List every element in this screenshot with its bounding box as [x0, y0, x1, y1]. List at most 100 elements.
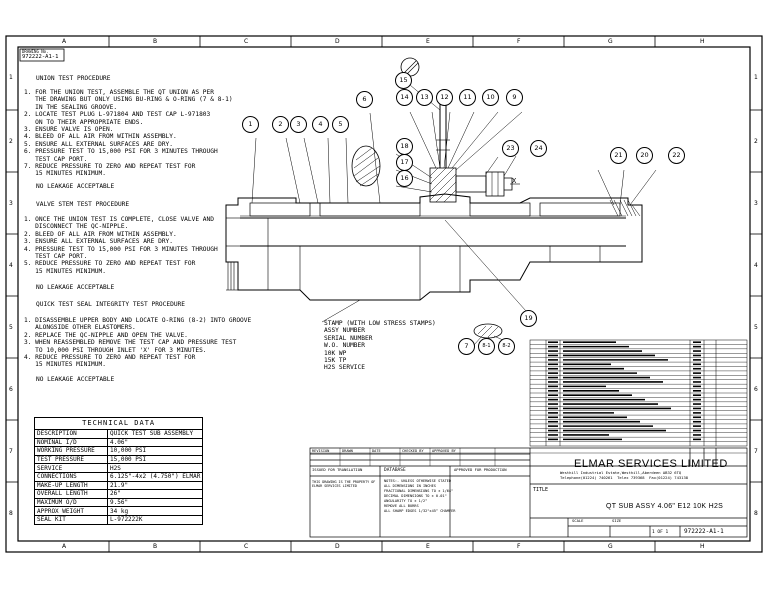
item-balloon-18: 18 — [396, 138, 413, 155]
technical-data-key: APPROX WEIGHT — [34, 506, 108, 516]
stamp-note-line-1: STAMP (WITH LOW STRESS STAMPS) — [324, 320, 436, 327]
general-note-line-7: ALL SHARP EDGES 1/32"x45° CHAMFER — [384, 509, 456, 513]
seal-integrity-test-note: NO LEAKAGE ACCEPTABLE — [36, 376, 115, 383]
union-test-steps: 1. FOR THE UNION TEST, ASSEMBLE THE QT U… — [24, 89, 233, 178]
item-balloon-9: 9 — [506, 89, 523, 106]
item-balloon-5: 5 — [332, 116, 349, 133]
issued-for-label: ISSUED FOR TRANSLATION — [312, 467, 363, 472]
drawing-number-value: 972222-A1-1 — [22, 54, 59, 60]
company-name: ELMAR SERVICES LIMITED — [574, 458, 728, 470]
seal-step-line-4: 3. WHEN REASSEMBLED REMOVE THE TEST CAP … — [24, 339, 237, 347]
row-number-6: 6 — [9, 386, 13, 393]
union-step-line-9: 6. PRESSURE TEST TO 15,000 PSI FOR 3 MIN… — [24, 148, 218, 156]
drawing-title: QT SUB ASSY 4.06" E12 10K H2S — [606, 503, 724, 510]
column-letter-e-bottom: E — [426, 543, 430, 550]
technical-data-value: L-972222K — [106, 514, 204, 525]
drawn-header: DRAWN — [342, 449, 353, 453]
column-letter-h-bottom: H — [700, 543, 705, 550]
seal-step-line-2: ALONGSIDE OTHER ELASTOMERS. — [24, 324, 136, 332]
general-note-line-1: NOTES:- UNLESS OTHERWISE STATED — [384, 479, 452, 483]
stamp-note-line-4: W.O. NUMBER — [324, 342, 365, 350]
approved-header: APPROVED BY — [432, 449, 456, 453]
seal-integrity-test-steps: 1. DISASSEMBLE UPPER BODY AND LOCATE O-R… — [24, 317, 251, 369]
technical-data-key: MAKE-UP LENGTH — [34, 480, 108, 491]
date-header: DATE — [372, 449, 381, 453]
row-number-2-right: 2 — [754, 138, 758, 145]
union-step-line-8: 5. ENSURE ALL EXTERNAL SURFACES ARE DRY. — [24, 140, 174, 148]
size-label: SIZE — [612, 518, 622, 523]
item-balloon-11: 11 — [459, 89, 476, 106]
seal-step-line-3: 2. REPLACE THE QC-NIPPLE AND OPEN THE VA… — [24, 331, 188, 339]
stamp-note-line-2: ASSY NUMBER — [324, 327, 365, 335]
union-step-line-11: 7. REDUCE PRESSURE TO ZERO AND REPEAT TE… — [24, 163, 196, 171]
union-step-line-1: 1. FOR THE UNION TEST, ASSEMBLE THE QT U… — [24, 89, 214, 96]
union-step-line-6: 3. ENSURE VALVE IS OPEN. — [24, 126, 114, 134]
row-number-4: 4 — [9, 262, 13, 269]
general-note-line-5: ANGULARITY TO ± 1/2° — [384, 499, 428, 503]
union-step-line-5: ON TO THEIR APPROPRIATE ENDS. — [24, 118, 144, 126]
row-number-8-right: 8 — [754, 510, 758, 517]
port-x-label: X — [512, 177, 517, 185]
technical-data-key: DESCRIPTION — [34, 429, 108, 439]
seal-step-line-5: TO 10,000 PSI THROUGH INLET 'X' FOR 3 MI… — [24, 346, 207, 354]
valve-step-line-3: 2. BLEED OF ALL AIR FROM WITHIN ASSEMBLY… — [24, 230, 177, 238]
union-test-title: UNION TEST PROCEDURE — [36, 75, 111, 82]
valve-step-line-6: TEST CAP PORT. — [24, 253, 88, 261]
confidential-notice: THIS DRAWING IS THE PROPERTY OF ELMAR SE… — [312, 480, 376, 488]
item-balloon-8-1: 8-1 — [478, 338, 495, 355]
general-note-line-6: REMOVE ALL BURRS — [384, 504, 419, 508]
company-contact: Telephone(01224) 740261 Telex 739368 Fax… — [560, 475, 689, 480]
sheet-number: 1 OF 1 — [652, 530, 669, 535]
item-balloon-17: 17 — [396, 154, 413, 171]
valve-stem-test-title: VALVE STEM TEST PROCEDURE — [36, 201, 130, 208]
item-balloon-13: 13 — [416, 89, 433, 106]
column-letter-d-bottom: D — [335, 543, 340, 550]
revision-header: REVISION — [312, 449, 330, 453]
technical-data-title: TECHNICAL DATA — [33, 417, 204, 430]
row-number-8: 8 — [9, 510, 13, 517]
company-address: Westhill Industrial Estate,Westhill,Aber… — [560, 470, 682, 475]
approved-production-label: APPROVED FOR PRODUCTION — [454, 467, 507, 472]
valve-step-line-4: 3. ENSURE ALL EXTERNAL SURFACES ARE DRY. — [24, 238, 174, 246]
column-letter-f-bottom: F — [517, 543, 521, 550]
technical-data-key: OVERALL LENGTH — [34, 489, 108, 499]
row-number-1: 1 — [9, 74, 13, 81]
column-letter-a-bottom: A — [62, 543, 67, 550]
item-balloon-2: 2 — [272, 116, 289, 133]
seal-step-line-6: 4. REDUCE PRESSURE TO ZERO AND REPEAT TE… — [24, 354, 196, 362]
item-balloon-14: 14 — [396, 89, 413, 106]
general-note-line-4: DECIMAL DIMENSIONS TO ± 0.01" — [384, 494, 447, 498]
item-balloon-16: 16 — [396, 170, 413, 187]
technical-data-value: 34 kg — [106, 506, 204, 516]
stamp-note-line-7: H2S SERVICE — [324, 364, 365, 372]
item-balloon-21: 21 — [610, 147, 627, 164]
stamp-note-line-3: SERIAL NUMBER — [324, 334, 373, 342]
union-step-line-2: THE DRAWING BUT ONLY USING BU-RING & O-R… — [24, 96, 233, 104]
item-balloon-23: 23 — [502, 140, 519, 157]
item-balloon-24: 24 — [530, 140, 547, 157]
row-number-5-right: 5 — [754, 324, 758, 331]
item-balloon-6: 6 — [356, 91, 373, 108]
column-letter-g-bottom: G — [608, 543, 613, 550]
technical-data-value: 21.9" — [106, 480, 204, 491]
technical-data-key: SERVICE — [34, 463, 108, 473]
column-letter-h: H — [700, 38, 705, 45]
row-number-3-right: 3 — [754, 200, 758, 207]
seal-step-line-1: 1. DISASSEMBLE UPPER BODY AND LOCATE O-R… — [24, 317, 252, 324]
technical-data-value: 6.125"-4x2 (4.750") ELMAR — [106, 471, 204, 482]
technical-data-value: 26" — [106, 489, 204, 499]
column-letter-b: B — [153, 38, 158, 45]
technical-data-key: CONNECTIONS — [34, 471, 108, 482]
union-step-line-4: 2. LOCATE TEST PLUG L-971804 AND TEST CA… — [24, 111, 211, 119]
stamp-note-line-5: 10K WP — [324, 349, 347, 357]
row-number-4-right: 4 — [754, 262, 758, 269]
